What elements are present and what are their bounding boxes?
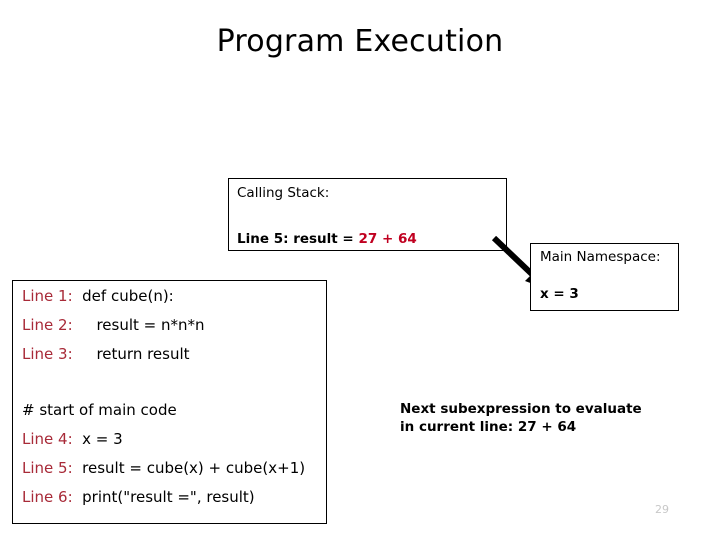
page-title: Program Execution [216, 24, 504, 59]
code-line-text: def cube(n): [72, 287, 174, 305]
code-line-label: Line 5: [22, 459, 73, 477]
code-line: Line 4: x = 3 [22, 432, 123, 447]
code-line: Line 1: def cube(n): [22, 289, 174, 304]
code-line-text: # start of main code [22, 401, 177, 419]
source-code-listing: Line 1: def cube(n): Line 2: result = n*… [16, 285, 323, 520]
main-namespace-heading: Main Namespace: [540, 249, 661, 265]
code-line-text: print("result =", result) [72, 488, 255, 506]
main-namespace-variable: x = 3 [540, 286, 579, 302]
code-line-text: return result [72, 345, 190, 363]
code-line: Line 2: result = n*n*n [22, 318, 205, 333]
code-line-label: Line 3: [22, 345, 73, 363]
code-line-label: Line 2: [22, 316, 73, 334]
code-line: Line 6: print("result =", result) [22, 490, 255, 505]
code-line-label: Line 4: [22, 430, 73, 448]
calling-stack-heading: Calling Stack: [237, 185, 330, 201]
code-comment-line: # start of main code [22, 403, 177, 418]
next-subexpression-annotation: Next subexpression to evaluate in curren… [400, 400, 650, 436]
code-line-label: Line 6: [22, 488, 73, 506]
calling-stack-frame-prefix: Line 5: result = [237, 231, 359, 247]
calling-stack-box: Calling Stack: Line 5: result = 27 + 64 [228, 178, 507, 251]
slide-number: 29 [655, 503, 669, 516]
code-line-text: result = n*n*n [72, 316, 205, 334]
calling-stack-frame-expression: 27 + 64 [358, 231, 417, 247]
calling-stack-frame: Line 5: result = 27 + 64 [237, 231, 417, 247]
annotation-line-1: Next subexpression to evaluate [400, 401, 642, 417]
code-line: Line 3: return result [22, 347, 190, 362]
annotation-line-2: in current line: 27 + 64 [400, 419, 577, 436]
code-line-text: result = cube(x) + cube(x+1) [72, 459, 306, 477]
code-line-label: Line 1: [22, 287, 73, 305]
source-code-box: Line 1: def cube(n): Line 2: result = n*… [12, 280, 327, 524]
code-line: Line 5: result = cube(x) + cube(x+1) [22, 461, 305, 476]
main-namespace-box: Main Namespace: x = 3 [530, 243, 679, 311]
code-line-text: x = 3 [72, 430, 123, 448]
